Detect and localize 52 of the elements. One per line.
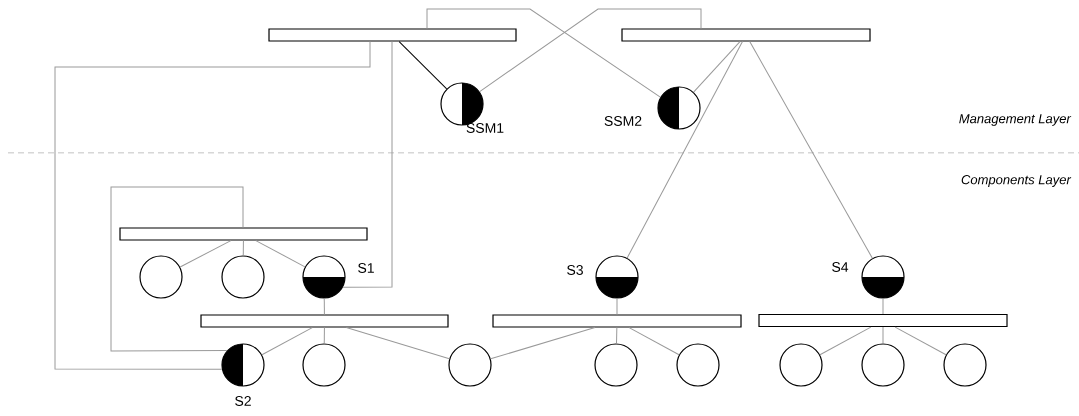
connector-line (693, 41, 741, 93)
connector-line (819, 326, 872, 356)
connector-line (426, 8, 661, 98)
connector-line (628, 327, 680, 356)
bus-bar (200, 314, 449, 328)
bus-bar (492, 314, 742, 328)
layer-label: Components Layer (961, 175, 1072, 187)
component-circle (657, 86, 701, 130)
component-circle (448, 343, 492, 387)
component-circle (221, 343, 265, 387)
bus-bar (758, 313, 1008, 328)
connector-line (616, 327, 618, 344)
connector-line (110, 186, 244, 352)
node-label: SSM1 (466, 123, 504, 133)
connector-line (749, 41, 873, 259)
bus-bar (621, 28, 871, 42)
connector-line (345, 327, 450, 360)
connector-line (323, 327, 325, 344)
connector-line (261, 327, 313, 356)
connector-line (626, 41, 743, 259)
layer-label: Management Layer (959, 114, 1072, 126)
connector-line (255, 240, 306, 268)
bus-bar (119, 227, 368, 241)
connector-line (882, 326, 884, 344)
node-label: SSM2 (604, 116, 642, 126)
component-circle (139, 255, 183, 299)
component-circle (861, 255, 905, 299)
node-label: S3 (567, 265, 583, 275)
component-circle (861, 343, 905, 387)
component-circle (943, 343, 987, 387)
connector-line (242, 240, 244, 256)
bus-bar (268, 28, 517, 42)
connector-line (882, 298, 884, 315)
node-label: S4 (832, 262, 849, 272)
connector-line (179, 240, 232, 268)
node-label: S1 (358, 263, 374, 273)
component-circle (302, 255, 346, 299)
component-circle (594, 343, 638, 387)
component-circle (595, 255, 639, 299)
connector-line (490, 327, 596, 360)
connector-line (54, 41, 371, 370)
connector-line (616, 298, 618, 315)
connector-line (479, 8, 702, 93)
component-circle (302, 343, 346, 387)
component-circle (676, 343, 720, 387)
connector-line (398, 41, 448, 90)
node-label: S2 (235, 396, 251, 406)
component-circle (221, 255, 265, 299)
connector-line (323, 298, 325, 315)
connector-line (342, 41, 393, 288)
component-circle (779, 343, 823, 387)
connector-line (894, 326, 947, 356)
